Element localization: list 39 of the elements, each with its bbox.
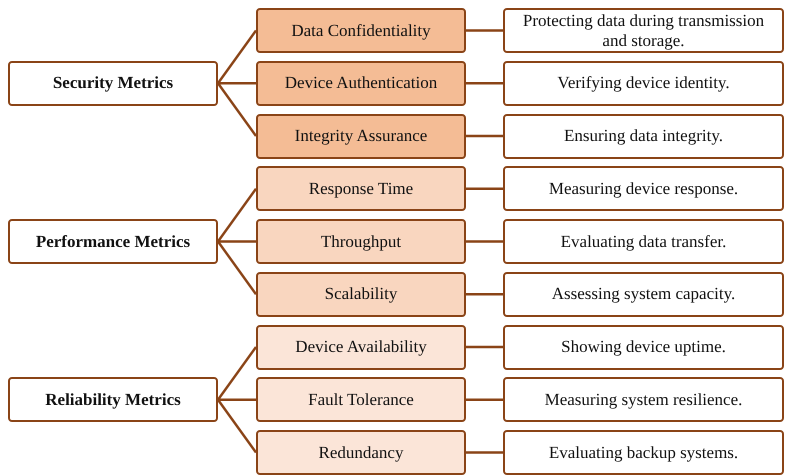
metric-box: Device Availability (256, 324, 466, 370)
description-box: Evaluating backup systems. (503, 430, 784, 475)
category-box: Performance Metrics (8, 219, 218, 264)
metric-box: Scalability (256, 272, 466, 317)
connector-line (216, 240, 258, 295)
description-box: Protecting data during transmission and storage. (503, 8, 784, 53)
connector-line (216, 399, 258, 454)
metric-box: Device Authentication (256, 60, 466, 106)
description-box: Measuring system resilience. (503, 377, 784, 422)
description-box: Ensuring data integrity. (503, 114, 784, 158)
metric-box: Data Confidentiality (256, 8, 466, 53)
connector-line (466, 188, 503, 190)
category-box: Security Metrics (8, 60, 218, 106)
connector-line (466, 134, 503, 138)
metric-box: Fault Tolerance (256, 377, 466, 422)
description-box: Showing device uptime. (503, 324, 784, 370)
description-box: Evaluating data transfer. (503, 219, 784, 264)
description-box: Measuring device response. (503, 166, 784, 212)
connector-line (466, 82, 503, 84)
metric-box: Throughput (256, 219, 466, 264)
connector-line (466, 346, 503, 348)
connector-line (466, 398, 503, 401)
connector-line (218, 240, 256, 243)
connector-line (218, 82, 256, 84)
metric-box: Integrity Assurance (256, 114, 466, 158)
category-box: Reliability Metrics (8, 377, 218, 422)
connector-line (216, 30, 258, 84)
metric-box: Redundancy (256, 430, 466, 475)
connector-line (466, 240, 503, 243)
connector-line (216, 82, 258, 137)
connector-line (466, 451, 503, 454)
description-box: Verifying device identity. (503, 60, 784, 106)
connector-line (216, 188, 258, 242)
connector-line (216, 346, 258, 400)
connector-line (466, 29, 503, 32)
description-box: Assessing system capacity. (503, 272, 784, 317)
metric-box: Response Time (256, 166, 466, 212)
connector-line (218, 398, 256, 401)
connector-line (466, 293, 503, 296)
